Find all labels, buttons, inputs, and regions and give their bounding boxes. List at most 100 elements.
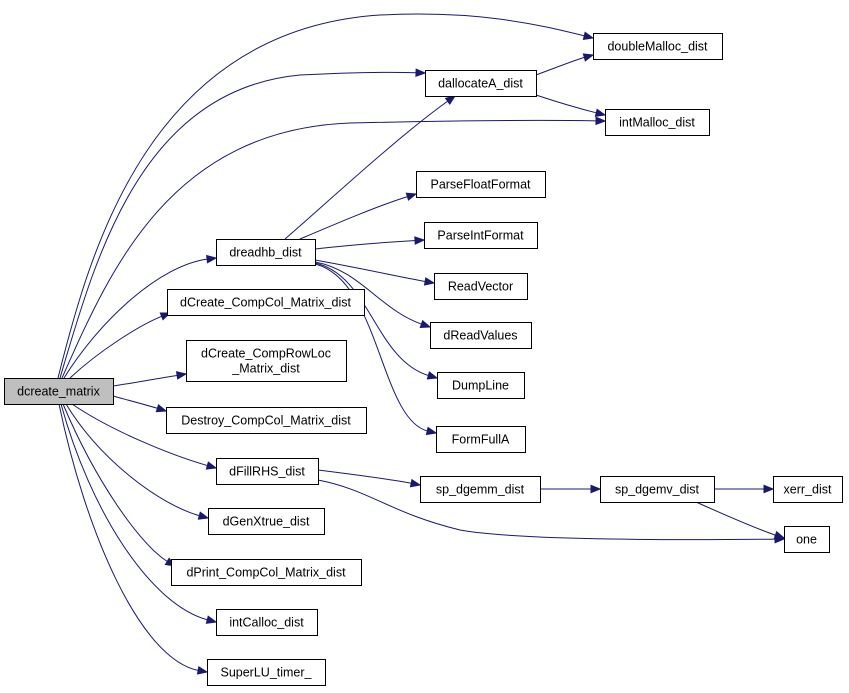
node-label: one [796,533,817,547]
node-box[interactable] [593,33,723,60]
node-dPrint_CompCol_Matrix_dist[interactable]: dPrint_CompCol_Matrix_dist [171,559,362,586]
arrowhead [205,461,218,470]
edge-line [61,119,598,379]
edge-dcreate_matrix-to-dCreate_CompRowLoc_Matrix_dist [112,371,188,387]
node-dCreate_CompRowLoc_Matrix_dist[interactable]: dCreate_CompRowLoc_Matrix_dist [186,340,347,382]
node-box[interactable] [437,372,525,399]
arrowhead [595,116,607,126]
node-sp_dgemm_dist[interactable]: sp_dgemm_dist [420,476,541,503]
node-label: dreadhb_dist [229,246,302,260]
arrowhead [414,236,426,245]
edge-dallocateA_dist-to-doubleMalloc_dist [535,53,595,76]
edge-line [314,261,423,325]
edge-line [314,239,417,250]
edge-sp_dgemv_dist-to-one [695,501,786,540]
node-dallocateA_dist[interactable]: dallocateA_dist [425,70,537,97]
node-xerr_dist[interactable]: xerr_dist [773,476,843,503]
node-box[interactable] [208,508,325,535]
edge-dreadhb_dist-to-DumpLine [314,262,439,380]
node-dGenXtrue_dist[interactable]: dGenXtrue_dist [208,508,325,535]
edge-dcreate_matrix-to-SuperLU_timer_ [58,403,209,675]
node-label: SuperLU_timer_ [220,666,312,680]
node-dcreate_matrix: dcreate_matrix [4,378,114,405]
arrowhead [205,615,218,624]
node-box[interactable] [773,476,843,503]
edge-dreadhb_dist-to-dallocateA_dist [284,95,457,240]
edge-dallocateA_dist-to-intMalloc_dist [535,94,607,117]
arrowhead [594,108,607,117]
node-label: _Matrix_dist [231,362,300,376]
node-sp_dgemv_dist[interactable]: sp_dgemv_dist [600,476,715,503]
edge-dreadhb_dist-to-ParseFloatFormat [299,192,418,240]
edge-line [317,469,413,484]
node-ParseIntFormat[interactable]: ParseIntFormat [424,222,538,249]
edge-line [112,374,179,387]
edge-dcreate_matrix-to-dreadhb_dist [63,254,218,379]
node-label: Destroy_CompCol_Matrix_dist [181,414,351,428]
node-box[interactable] [434,273,528,300]
node-box[interactable] [167,289,365,316]
edge-line [58,403,200,672]
node-one[interactable]: one [784,526,830,553]
node-label: doubleMalloc_dist [607,40,708,54]
nodes-layer: dcreate_matrix doubleMalloc_dist dallocate… [4,33,843,686]
node-label: ReadVector [448,280,513,294]
arrowhead [763,484,775,494]
node-label: dReadValues [443,329,517,343]
node-dReadValues[interactable]: dReadValues [430,322,532,349]
edge-line [57,13,586,379]
node-box[interactable] [207,659,326,686]
node-box[interactable] [416,171,546,198]
node-box[interactable] [166,407,367,434]
edge-line [314,259,427,283]
node-box [4,378,114,405]
node-Destroy_CompCol_Matrix_dist[interactable]: Destroy_CompCol_Matrix_dist [166,407,367,434]
node-intCalloc_dist[interactable]: intCalloc_dist [216,609,318,636]
node-SuperLU_timer_[interactable]: SuperLU_timer_ [207,659,326,686]
edge-dreadhb_dist-to-FormFullA [314,263,438,436]
edge-dcreate_matrix-to-dallocateA_dist [59,68,427,379]
node-ParseFloatFormat[interactable]: ParseFloatFormat [416,171,546,198]
arrowhead [405,192,418,201]
node-box[interactable] [424,222,538,249]
node-box[interactable] [425,70,537,97]
edge-sp_dgemm_dist-to-sp_dgemv_dist [540,484,602,494]
node-box[interactable] [430,322,532,349]
node-box[interactable] [605,109,710,136]
node-doubleMalloc_dist[interactable]: doubleMalloc_dist [593,33,723,60]
edge-dcreate_matrix-to-dFillRHS_dist [71,403,218,470]
node-ReadVector[interactable]: ReadVector [434,273,528,300]
node-box[interactable] [784,526,830,553]
edge-dFillRHS_dist-to-sp_dgemm_dist [317,469,422,488]
node-box[interactable] [600,476,715,503]
node-box[interactable] [186,340,347,382]
edge-dcreate_matrix-to-intCalloc_dist [60,403,218,624]
edge-line [284,100,449,240]
node-dCreate_CompCol_Matrix_dist[interactable]: dCreate_CompCol_Matrix_dist [167,289,365,316]
arrowhead [582,31,595,40]
arrowhead [423,277,436,286]
edge-dcreate_matrix-to-Destroy_CompCol_Matrix_dist [112,395,168,413]
arrowhead [590,484,602,494]
node-intMalloc_dist[interactable]: intMalloc_dist [605,109,710,136]
arrowhead [419,319,432,329]
node-FormFullA[interactable]: FormFullA [436,426,526,453]
node-dFillRHS_dist[interactable]: dFillRHS_dist [216,458,319,485]
node-dreadhb_dist[interactable]: dreadhb_dist [216,239,316,266]
node-box[interactable] [216,609,318,636]
arrowhead [415,68,427,78]
node-DumpLine[interactable]: DumpLine [437,372,525,399]
edge-line [60,403,209,621]
node-box[interactable] [436,426,526,453]
node-box[interactable] [171,559,362,586]
arrowhead [196,666,209,675]
edge-dcreate_matrix-to-intMalloc_dist [61,116,607,379]
node-box[interactable] [420,476,541,503]
node-box[interactable] [216,458,319,485]
edge-line [317,479,777,541]
node-box[interactable] [216,239,316,266]
edge-dreadhb_dist-to-ReadVector [314,259,436,286]
arrowhead [175,371,188,380]
node-label: intMalloc_dist [619,116,695,130]
edge-dreadhb_dist-to-ParseIntFormat [314,236,426,250]
